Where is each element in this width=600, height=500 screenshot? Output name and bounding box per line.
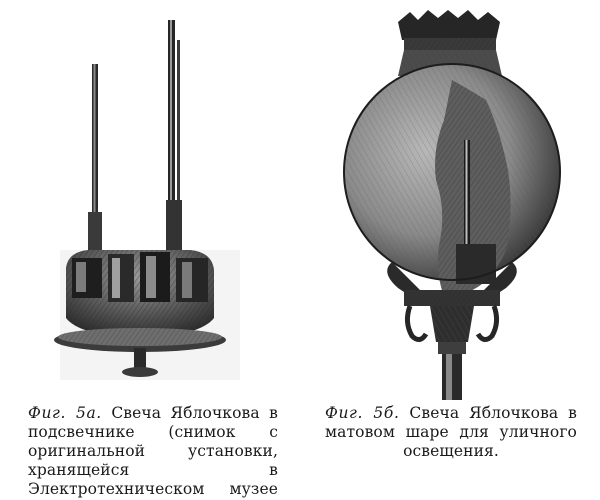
figure-5b-caption: Фиг. 5б. Свеча Яблочкова в матовом шаре … [325, 404, 577, 461]
figure-5b-label: Фиг. 5б. [325, 404, 400, 422]
figure-5a-candle-holder-image [54, 20, 240, 380]
figure-5b-globe-lamp-image [343, 10, 561, 400]
figure-5a-caption-text: Свеча Яблочкова в подсвечнике (снимок с … [28, 404, 279, 500]
figure-5a-label: Фиг. 5а. [28, 404, 102, 422]
figure-5a-caption: Фиг. 5а. Свеча Яблочкова в подсвечнике (… [28, 404, 278, 500]
figure-5b-caption-text: Свеча Яблочкова в матовом шаре для уличн… [325, 404, 577, 460]
figure-illustrations [54, 10, 561, 400]
